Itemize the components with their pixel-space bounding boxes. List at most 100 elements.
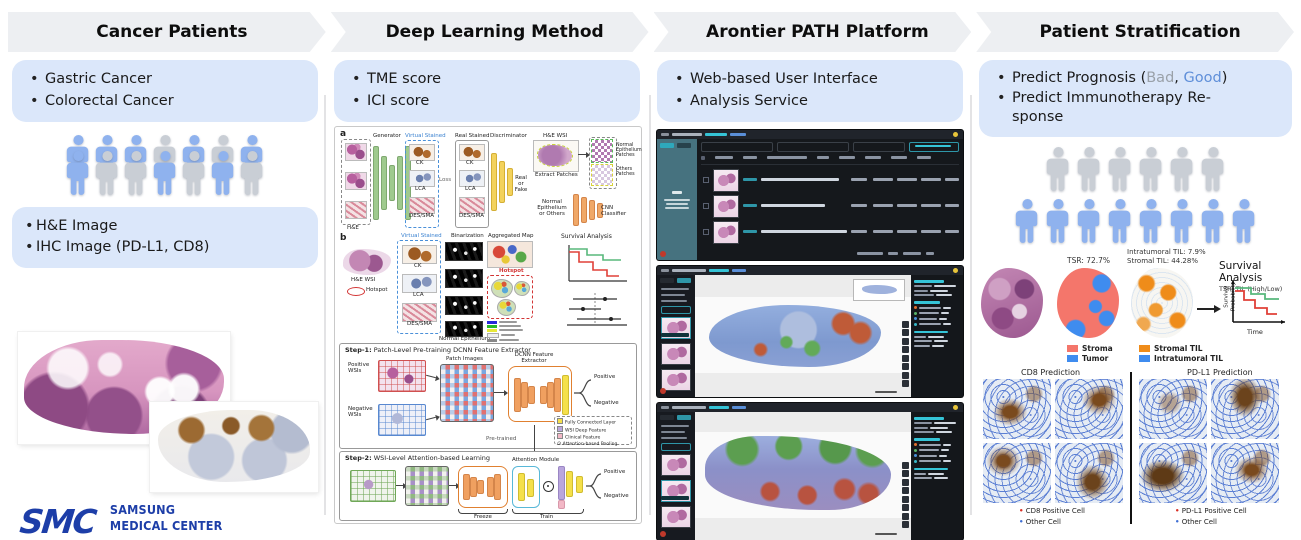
prediction-box: Predict Prognosis (Bad, Good) Predict Im… [979,60,1292,137]
step1-title: Step-1: Patch-Level Pre-training DCNN Fe… [345,346,531,354]
person-icon [1046,198,1071,243]
output-split [574,379,592,407]
he-wsi-label: H&E WSI [543,133,568,139]
tme-analysis-strip: TSR: 72.7% Intratumoral TIL: 7.9%Stromal… [979,248,1292,368]
slide-info-panel [911,411,963,540]
cd8-tile [1055,379,1123,439]
column-cancer-patients: Gastric Cancer Colorectal Cancer H&E Ima… [12,60,318,540]
person-icon [1015,198,1040,243]
cnn-classifier-network [573,193,603,227]
minimap [853,278,905,301]
slide-row [701,194,959,218]
good-label: Good [1183,70,1222,86]
scores-box: TME score ICI score [334,60,640,122]
person-icon [182,150,207,195]
slide-row [701,168,959,192]
screenshot-topbar [657,129,963,139]
aggregated-map-label: Aggregated Map [488,233,534,239]
cd8-tile [983,379,1051,439]
method-figure: a H&E Generator Virtual Stained CK LCA D… [334,126,642,524]
cd8-legend: • CD8 Positive Cell • Other Cell [1019,507,1085,526]
step-banner-patient-stratification: Patient Stratification [976,12,1294,52]
person-icon [1201,146,1226,191]
person-icon [1108,146,1133,191]
segmented-tissue [709,304,881,367]
virtual-stained-label: Virtual Stained [405,133,446,139]
cancer-types-box: Gastric Cancer Colorectal Cancer [12,60,318,122]
patch-images-mosaic [440,364,494,422]
panel-b-virtual-stained-label: Virtual Stained [401,233,442,239]
bullet-predict-prognosis: Predict Prognosis (Bad, Good) [991,69,1278,89]
binarized-normal [445,321,483,337]
smc-logo-text: SAMSUNG MEDICAL CENTER [110,502,223,533]
platform-screenshot-list [657,129,963,260]
pdl1-tile [1211,443,1279,503]
platform-screenshot-viewer-1 [657,265,963,397]
panel-b-tag: b [340,233,347,243]
cnn-classifier-label: CNN Classifier [601,205,627,217]
hotspot-ellipse-icon [347,287,365,296]
column-divider [649,95,651,515]
patch-images-label: Patch Images [446,356,483,362]
binarized-lca [445,269,483,288]
discriminator-network [491,147,513,217]
person-icon [124,150,149,195]
smc-line2: MEDICAL CENTER [109,517,223,533]
method-figure-wrap: a H&E Generator Virtual Stained CK LCA D… [334,126,642,524]
column-divider [324,95,326,515]
viewer-sidebar [657,274,695,397]
cell-prediction-section: CD8 Prediction PD-L1 Prediction • CD8 Po… [979,368,1292,536]
person-icon [1108,198,1133,243]
workflow-header: Cancer Patients Deep Learning Method Aro… [8,12,1294,52]
step-label: Patient Stratification [1039,22,1241,42]
positive-wsis-stack [375,357,426,392]
person-icon [1170,146,1195,191]
step1-box: Step-1: Patch-Level Pre-training DCNN Fe… [339,343,637,449]
step-banner-deep-learning: Deep Learning Method [331,12,649,52]
step2-wsis-stack [347,467,396,502]
person-icon [1139,146,1164,191]
freeze-label: Freeze [474,514,492,520]
screenshot-topbar [657,402,963,412]
normal-patches-label: Normal Epithelium Patches [616,143,642,158]
step2-output-split [586,473,602,499]
mini-forest-plot [567,293,627,326]
bad-prognosis-patients [979,146,1292,191]
he-map [981,268,1043,338]
ihc-slide-image [150,402,318,492]
aggregated-map-thumb [487,241,533,268]
dcnn-box [508,366,572,422]
column-patient-stratification: Predict Prognosis (Bad, Good) Predict Im… [979,60,1292,526]
train-brace [512,509,584,514]
dcnn-label: DCNN Feature Extractor [514,352,554,364]
screenshot-topbar [657,265,963,275]
others-patches-label: Others Patches [616,167,635,177]
tsr-value-label: TSR: 72.7% [1067,256,1111,265]
step-banner-path-platform: Arontier PATH Platform [654,12,972,52]
upload-sidebar [657,138,697,260]
attention-module-box [512,466,540,508]
step1-positive-label: Positive [594,374,616,380]
survival-curves [1231,280,1285,324]
he-label: H&E [347,225,359,231]
bullet-analysis-service: Analysis Service [669,91,949,113]
survival-xlabel: Time [1247,328,1263,336]
good-prognosis-patients [979,198,1292,243]
normal-or-others-label: Normal Epithelium or Others [537,199,567,217]
bullet-ici-score: ICI score [346,91,626,113]
bullet-he-image: H&E Image [24,216,304,238]
step2-negative-label: Negative [604,493,629,499]
slide-canvas [695,411,911,540]
patches-box [589,137,617,189]
virtual-stained-box: CK LCA DES/SMA [405,140,439,228]
person-icon [1201,198,1226,243]
bullet-ihc-image: IHC Image (PD-L1, CD8) [24,237,304,259]
person-icon [66,150,91,195]
class-color-legend [487,321,531,342]
step2-dcnn-box [458,466,508,508]
hotspot-legend-label: Hotspot [366,287,388,293]
step2-box: Step-2: WSI-Level Attention-based Learni… [339,451,637,521]
binarization-label: Binarization [451,233,484,239]
bullet-tme-score: TME score [346,69,626,91]
